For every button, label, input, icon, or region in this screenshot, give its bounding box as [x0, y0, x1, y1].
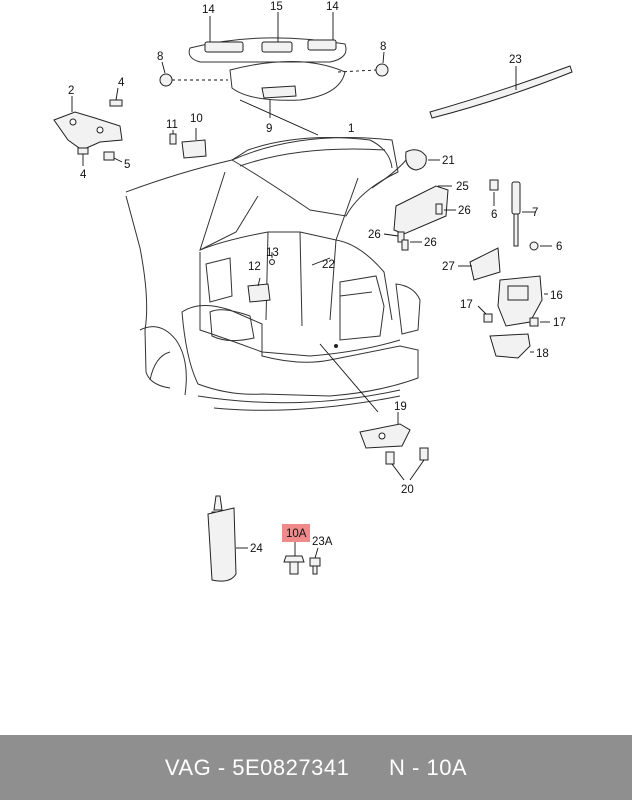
callout-13: 13 [266, 247, 279, 259]
bolt-8-right [337, 51, 389, 77]
hinge-2 [53, 87, 123, 166]
callout-8a: 8 [157, 51, 163, 63]
callout-11: 11 [166, 119, 178, 131]
highlight-10A [282, 524, 310, 542]
callout-12: 12 [248, 261, 261, 273]
car-body [125, 137, 421, 413]
roof-light-assembly [188, 12, 347, 136]
screw-23A [309, 547, 321, 575]
lamp-12 [247, 252, 275, 303]
callout-5: 5 [124, 159, 130, 171]
callout-4b: 4 [80, 169, 87, 181]
trim-strip-23 [429, 65, 573, 119]
callout-14b: 14 [326, 1, 339, 13]
callout-15: 15 [270, 1, 283, 13]
callout-20: 20 [401, 484, 414, 496]
callout-23: 23 [509, 54, 522, 66]
callout-26c: 26 [424, 237, 437, 249]
callout-8b: 8 [380, 41, 386, 53]
grommet-10 [169, 128, 207, 159]
callout-10A: 10A [286, 528, 307, 540]
callout-26b: 26 [368, 229, 381, 241]
gas-strut-7 [489, 179, 552, 251]
clip-10A [283, 542, 305, 575]
diagram-position: N - 10A [389, 754, 468, 780]
callout-23A: 23A [312, 536, 333, 548]
callout-18: 18 [536, 348, 549, 360]
callout-6b: 6 [556, 241, 562, 253]
lock-16 [477, 275, 550, 327]
sealant-tube-24 [207, 495, 248, 582]
callout-26a: 26 [458, 205, 471, 217]
callout-2: 2 [68, 85, 74, 97]
brand-label: VAG [164, 754, 212, 780]
callout-19: 19 [394, 401, 407, 413]
actuator-25 [383, 185, 456, 251]
callout-27: 27 [442, 261, 455, 273]
switch-21 [371, 149, 440, 189]
striker-19 [359, 412, 429, 481]
callout-17a: 17 [460, 299, 473, 311]
callout-7: 7 [532, 207, 538, 219]
callout-4a: 4 [118, 77, 125, 89]
callout-24: 24 [250, 543, 263, 555]
callout-9: 9 [266, 123, 272, 135]
callout-1: 1 [348, 123, 354, 135]
callout-6a: 6 [491, 209, 497, 221]
callout-17b: 17 [553, 317, 566, 329]
callout-21: 21 [442, 155, 455, 167]
bracket-27 [458, 247, 501, 281]
callout-16: 16 [550, 290, 563, 302]
part-info-footer: VAG - 5E0827341 N - 10A [0, 735, 632, 800]
parts-diagram: 14 15 14 8 8 23 2 4 4 5 11 10 9 1 21 25 … [53, 1, 573, 582]
callout-10: 10 [190, 113, 203, 125]
bolt-8-left [159, 61, 228, 87]
cover-18 [489, 333, 534, 359]
callout-25: 25 [456, 181, 469, 193]
callout-14a: 14 [202, 4, 215, 16]
callout-labels: 14 15 14 8 8 23 2 4 4 5 11 10 9 1 21 25 … [68, 1, 566, 555]
callout-22: 22 [322, 259, 335, 271]
part-number: 5E0827341 [232, 754, 350, 780]
